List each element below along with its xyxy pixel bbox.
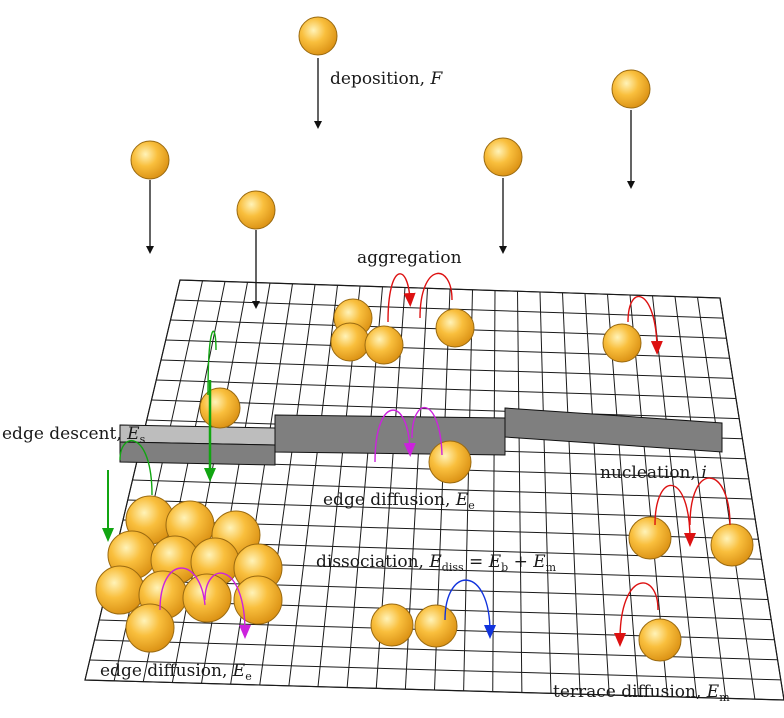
surface-atom	[628, 516, 672, 560]
grid-line	[156, 379, 737, 399]
surface-atom	[414, 604, 458, 648]
aggregation-label: aggregation	[357, 248, 462, 268]
edge-diffusion-lower-arrows	[159, 567, 251, 639]
grid-line	[151, 399, 740, 420]
dissociation-arrow	[444, 579, 496, 639]
surface-atom	[182, 573, 232, 623]
aggregation-arrows	[387, 272, 453, 323]
edge-diffusion-upper-arrows	[374, 407, 443, 463]
edge-descent-label: edge descent, Es	[2, 424, 146, 446]
grid-line	[132, 479, 753, 500]
single-hop-red-arrow	[627, 295, 663, 355]
terrace-diffusion-arrow	[614, 582, 659, 647]
surface-atom	[370, 603, 414, 647]
surface-atom	[710, 523, 754, 567]
deposition-label: deposition, F	[330, 69, 443, 89]
surface-atom	[233, 575, 283, 625]
surface-atom	[638, 618, 682, 662]
surface-atom	[364, 325, 404, 365]
falling-atom	[611, 69, 651, 189]
edge-diffusion-lower-label: edge diffusion, Ee	[100, 661, 252, 683]
surface-atom	[428, 440, 472, 484]
surface-atom	[95, 565, 145, 615]
grid-line	[89, 659, 781, 681]
deposition-atoms	[130, 16, 651, 309]
falling-atom	[298, 16, 338, 129]
surface-atom	[199, 387, 241, 429]
surface-atom	[435, 308, 475, 348]
dissociation-label: dissociation, Ediss = Eb + Em	[316, 552, 557, 574]
nucleation-label: nucleation, i	[600, 463, 707, 483]
falling-atom	[483, 137, 523, 254]
adatoms	[95, 298, 754, 662]
grid-line	[179, 279, 721, 299]
edge-descent-arrows	[102, 330, 217, 542]
grid-line	[160, 359, 733, 379]
nucleation-arrows	[654, 477, 731, 547]
surface-atom	[125, 603, 175, 653]
grid-line	[175, 299, 724, 319]
grid-line	[84, 679, 784, 701]
grid-line	[127, 499, 756, 520]
surface-atom	[330, 322, 370, 362]
step-edge	[119, 407, 723, 466]
surface-atom	[602, 323, 642, 363]
edge-diffusion-upper-label: edge diffusion, Ee	[323, 490, 475, 512]
falling-atom	[130, 140, 170, 254]
terrace-diffusion-label: terrace diffusion, Em	[553, 682, 730, 704]
falling-atom	[236, 190, 276, 309]
